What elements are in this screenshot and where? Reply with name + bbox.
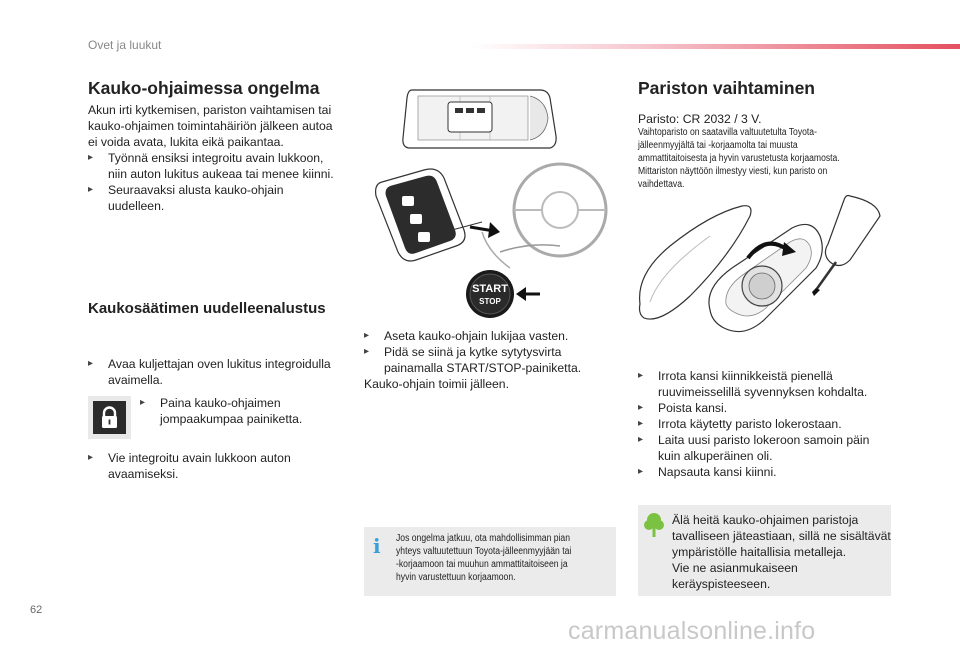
battery-step-take-cover: Poista kansi.: [638, 400, 898, 416]
battery-step-snap-cover: Napsauta kansi kiinni.: [638, 464, 898, 480]
info-note-text: Jos ongelma jatkuu, ota mahdollisimman p…: [396, 533, 572, 583]
battery-step-insert-battery: Laita uusi paristo lokeroon samoin päin …: [638, 432, 898, 464]
screwdriver-image: [812, 194, 881, 296]
reset-step-unlock: Avaa kuljettajan oven lukitus integroidu…: [88, 356, 353, 388]
eco-note-text: Älä heitä kauko-ohjaimen paristoja taval…: [672, 513, 891, 591]
battery-details: Vaihtoparisto on saatavilla valtuutetult…: [638, 127, 840, 190]
reset-step-ignition: Pidä se siinä ja kytke sytytysvirta pain…: [364, 344, 614, 376]
battery-step-remove-cover: Irrota kansi kiinnikkeistä pienellä ruuv…: [638, 368, 898, 400]
arrow-head-icon: [516, 287, 526, 301]
reset-result: Kauko-ohjain toimii jälleen.: [364, 377, 509, 391]
page-number: 62: [30, 604, 43, 616]
main-heading: Kauko-ohjaimessa ongelma: [88, 78, 320, 98]
start-stop-button-image: START STOP: [466, 270, 514, 318]
stop-label: STOP: [479, 297, 501, 306]
tree-icon: [644, 513, 664, 537]
arrow-head-icon: [488, 222, 500, 238]
reset-step-press-button: Paina kauko-ohjaimen jompaakumpaa painik…: [140, 395, 340, 427]
reset-heading: Kaukosäätimen uudelleenalustus: [88, 300, 326, 317]
bullet-insert-key: Työnnä ensiksi integroitu avain lukkoon,…: [88, 150, 353, 182]
intro-paragraph: Akun irti kytkemisen, pariston vaihtamis…: [88, 103, 333, 149]
arrow-head-icon: [782, 242, 796, 256]
steering-wheel-image: [481, 162, 608, 269]
battery-replacement-illustration: [638, 194, 881, 333]
reset-step-place-remote: Aseta kauko-ohjain lukijaa vasten.: [364, 328, 614, 344]
fob-cover-image: [638, 205, 752, 320]
eco-note-box: [638, 505, 891, 596]
van-top-view-image: [402, 89, 557, 149]
lock-icon-box: [88, 396, 131, 439]
info-note-box: [364, 527, 616, 596]
watermark: carmanualsonline.info: [568, 617, 816, 645]
key-fob-image: [375, 168, 483, 262]
reset-step-insert-key: Vie integroitu avain lukkoon auton avaam…: [88, 450, 353, 482]
header-accent-bar: [470, 44, 960, 49]
battery-heading: Pariston vaihtaminen: [638, 78, 815, 98]
section-header: Ovet ja luukut: [88, 38, 162, 52]
bullet-reset-remote: Seuraavaksi alusta kauko-ohjain uudellee…: [88, 182, 353, 214]
battery-spec: Paristo: CR 2032 / 3 V.: [638, 112, 762, 126]
info-icon: i: [373, 534, 381, 558]
battery-step-remove-battery: Irrota käytetty paristo lokerostaan.: [638, 416, 898, 432]
remote-reset-illustration: START STOP: [375, 89, 608, 318]
padlock-icon: [93, 401, 126, 434]
start-label: START: [472, 283, 508, 295]
